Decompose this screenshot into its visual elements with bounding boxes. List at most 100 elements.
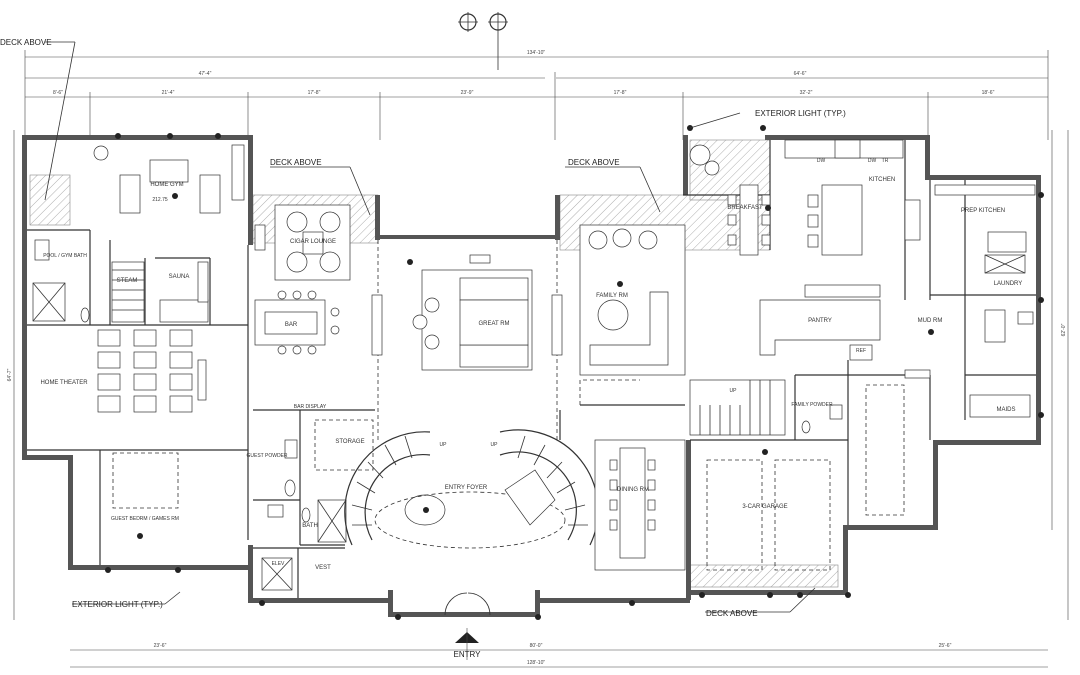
sink-icon (267, 504, 284, 518)
bed-outline (112, 452, 179, 509)
room-bath: BATH (302, 523, 318, 529)
room-storage: STORAGE (335, 439, 364, 445)
toilet-icon (284, 479, 296, 497)
room-elev: ELEV (272, 561, 285, 567)
room-bar: BAR (285, 322, 298, 328)
toilet-icon (801, 420, 811, 434)
pantry-shelf (804, 284, 881, 298)
dim-sub-7: 18'-6" (982, 90, 995, 96)
room-pool-gym-bath: POOL / GYM BATH (43, 253, 87, 259)
room-family-powder: FAMILY POWDER (791, 402, 833, 408)
dimension-lines (13, 50, 1069, 668)
room-maids: MAIDS (996, 407, 1015, 413)
toilet-icon (301, 507, 311, 523)
dim-sub-4: 23'-9" (461, 90, 474, 96)
garage-bay (865, 384, 905, 516)
room-entry-foyer: ENTRY FOYER (445, 485, 488, 491)
room-kitchen: KITCHEN (869, 177, 895, 183)
dim-sub-6: 32'-2" (800, 90, 813, 96)
maids-bed (969, 394, 1031, 418)
sink-icon (34, 239, 50, 261)
room-cigar-lounge: CIGAR LOUNGE (290, 239, 336, 245)
north-arrow-icon (458, 12, 508, 70)
dim-sub-1: 8'-6" (53, 90, 63, 96)
room-steam: STEAM (117, 278, 138, 284)
toilet-icon (80, 307, 90, 323)
dim-top-left: 47'-4" (199, 71, 212, 77)
foyer-rug (374, 491, 566, 549)
room-dining-rm: DINING RM (617, 487, 649, 493)
kitchen-furniture (689, 139, 1036, 274)
callout-exterior-light-bottom: EXTERIOR LIGHT (TYP.) (72, 600, 163, 609)
dim-bottom-left: 23'-6" (154, 643, 167, 649)
dim-bottom-center: 80'-0" (530, 643, 543, 649)
room-bar-display: BAR DISPLAY (294, 404, 327, 410)
room-home-theater: HOME THEATER (40, 380, 88, 386)
dim-sub-3: 17'-8" (308, 90, 321, 96)
sauna-bench (197, 261, 209, 303)
callout-leaders (44, 41, 816, 613)
stair-up-service: UP (730, 388, 738, 394)
room-tr: TR (882, 158, 889, 164)
room-prep-kitchen: PREP KITCHEN (961, 208, 1005, 214)
dim-overall-left: 64'-7" (7, 368, 13, 381)
room-breakfast: BREAKFAST (727, 205, 763, 211)
ref-box (849, 344, 873, 361)
room-home-gym: HOME GYM (150, 182, 183, 188)
room-dw-1: DW (817, 158, 826, 164)
service-staircase (689, 379, 786, 436)
great-room-furniture (371, 254, 563, 371)
callout-deck-above-left: DECK ABOVE (270, 158, 322, 167)
room-pantry: PANTRY (808, 318, 832, 324)
room-garage: 3-CAR GARAGE (742, 504, 787, 510)
shower (984, 309, 1006, 343)
entry-door (444, 592, 468, 616)
sink-icon (284, 439, 298, 459)
elevation-marker-icon (137, 193, 934, 539)
steam-bench (111, 261, 145, 323)
dim-sub-2: 21'-4" (162, 90, 175, 96)
piano (504, 469, 556, 526)
dim-sub-5: 17'-8" (614, 90, 627, 96)
bar-furniture (254, 290, 340, 355)
room-vest: VEST (315, 565, 331, 571)
room-great-rm: GREAT RM (478, 321, 509, 327)
room-ref: REF (856, 348, 866, 354)
room-guest-bedrm: GUEST BEDRM / GAMES RM (111, 516, 179, 522)
callout-deck-above-bottom: DECK ABOVE (706, 609, 758, 618)
dim-overall-top: 134'-10" (527, 50, 546, 56)
room-sauna: SAUNA (169, 274, 190, 280)
pantry-counter (759, 299, 881, 356)
dining-furniture (594, 439, 686, 571)
exterior-light-icon (105, 125, 1044, 620)
callout-deck-above-tl: DECK ABOVE (0, 38, 52, 47)
curved-staircase (344, 429, 599, 546)
callout-exterior-light-top: EXTERIOR LIGHT (TYP.) (755, 109, 846, 118)
family-room-furniture (579, 224, 686, 376)
room-dw-2: DW (868, 158, 877, 164)
dim-overall-bottom: 128'-10" (527, 660, 546, 666)
room-family-rm: FAMILY RM (596, 293, 628, 299)
sink-icon (1017, 311, 1034, 325)
storage-outline (314, 419, 374, 471)
room-mud-rm: MUD RM (918, 318, 943, 324)
theater-seats (97, 329, 207, 413)
sink-icon (829, 404, 843, 420)
dashed-line (579, 379, 640, 405)
cigar-lounge-furniture (254, 204, 351, 281)
garage-bay (774, 459, 831, 571)
room-laundry: LAUNDRY (994, 281, 1023, 287)
gym-equipment (93, 144, 245, 214)
sauna-bench (159, 299, 209, 323)
entry-label: ENTRY (454, 650, 482, 659)
deck-area (29, 174, 71, 226)
callout-deck-above-center: DECK ABOVE (568, 158, 620, 167)
deck-area (689, 564, 839, 588)
stair-up-right: UP (491, 442, 499, 448)
entry-door (467, 592, 491, 616)
garage-bay (706, 459, 763, 571)
elevation-tag: 212.75 (152, 197, 168, 203)
dim-bottom-right: 25'-6" (939, 643, 952, 649)
room-guest-powder: GUEST POWDER (246, 453, 287, 459)
